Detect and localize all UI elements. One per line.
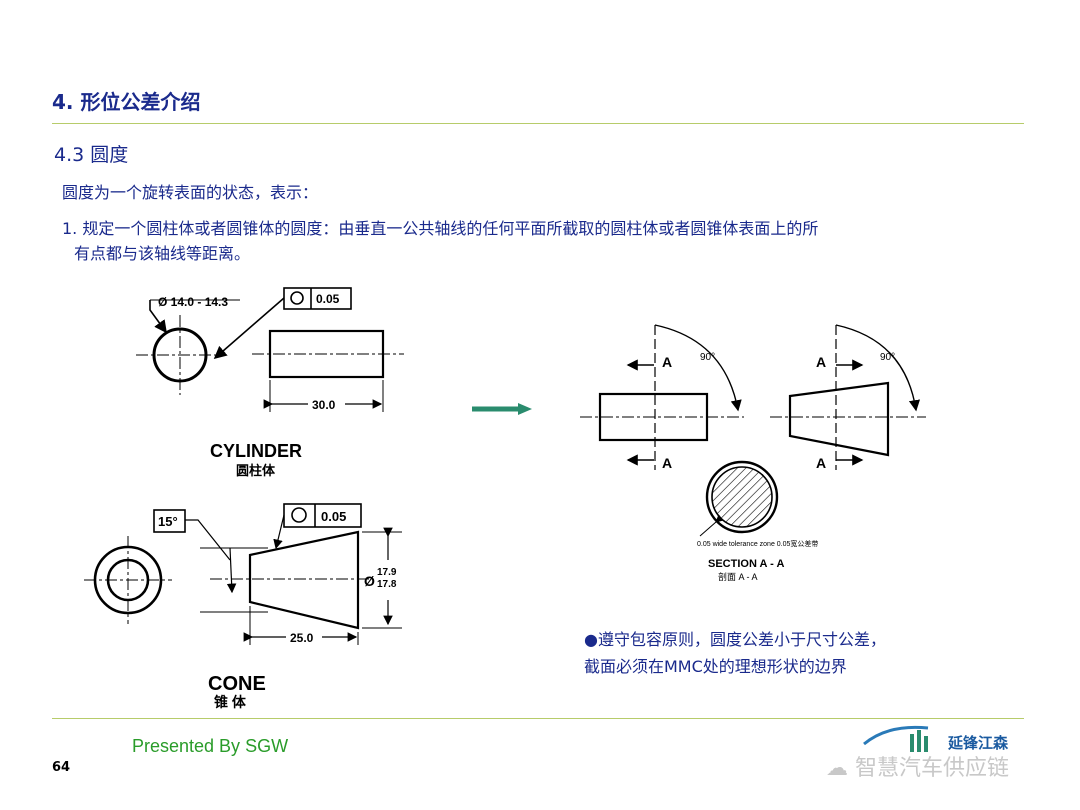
section-hatched-circle <box>711 466 773 528</box>
intro-text: 圆度为一个旋转表面的状态，表示： <box>62 183 319 202</box>
cyl-length-label: 30.0 <box>312 398 336 412</box>
slide-title: 4. 形位公差介绍 <box>52 90 201 114</box>
cyl-angle-label: 90° <box>700 352 715 363</box>
cone-angle-label: 90° <box>880 352 895 363</box>
section-outer-circle <box>705 460 779 534</box>
point-1-line-1: 1. 规定一个圆柱体或者圆锥体的圆度：由垂直一公共轴线的任何平面所截取的圆柱体或… <box>62 219 819 238</box>
cone-length-label: 25.0 <box>290 631 314 645</box>
note-line-1: ●遵守包容原则，圆度公差小于尺寸公差， <box>584 630 886 649</box>
cone-side-view <box>248 530 360 630</box>
cone-label-cn: 锥 体 <box>214 694 247 710</box>
cyl-diameter-label: Ø 14.0 - 14.3 <box>158 295 228 309</box>
presenter-credit: Presented By SGW <box>132 736 289 756</box>
cone-angle-label: 15° <box>158 514 178 529</box>
cone-tolerance-value: 0.05 <box>321 509 346 524</box>
point-1: 1. 规定一个圆柱体或者圆锥体的圆度：由垂直一公共轴线的任何平面所截取的圆柱体或… <box>62 216 1052 266</box>
cyl-tolerance-value: 0.05 <box>316 292 340 306</box>
title-divider <box>52 123 1024 124</box>
section-heading: 4.3 圆度 <box>54 144 129 166</box>
cone-label-en: CONE <box>208 673 266 695</box>
cone-dia-lower: 17.8 <box>377 579 397 590</box>
point-1-line-2: 有点都与该轴线等距离。 <box>74 244 251 263</box>
envelope-principle-note: ●遵守包容原则，圆度公差小于尺寸公差， 截面必须在MMC处的理想形状的边界 <box>584 626 886 680</box>
cone-section-view <box>788 381 890 457</box>
cylinder-label-en: CYLINDER <box>210 441 302 461</box>
page-number: 64 <box>52 760 71 775</box>
logo-text: 延锋江森 <box>947 734 1009 752</box>
watermark-text: 智慧汽车供应链 <box>855 756 1010 781</box>
section-label-cn: 剖面 A - A <box>718 571 758 582</box>
tolerance-zone-note: 0.05 wide tolerance zone 0.05宽公差带 <box>697 539 818 548</box>
cone-section-letter-bottom: A <box>816 455 826 471</box>
cylinder-label-cn: 圆柱体 <box>236 463 276 478</box>
wechat-icon: ☁ <box>826 756 848 781</box>
cone-dia-symbol: Ø <box>364 573 375 589</box>
cyl-section-letter-bottom: A <box>662 455 672 471</box>
watermark: ☁ 智慧汽车供应链 <box>826 750 1009 782</box>
company-logo: 延锋江森 <box>858 720 1048 764</box>
cone-dia-upper: 17.9 <box>377 567 397 578</box>
section-label-en: SECTION A - A <box>708 558 784 570</box>
note-line-2: 截面必须在MMC处的理想形状的边界 <box>584 657 847 676</box>
footer-divider <box>52 718 1024 719</box>
cyl-section-letter-top: A <box>662 354 672 370</box>
cone-section-letter-top: A <box>816 354 826 370</box>
